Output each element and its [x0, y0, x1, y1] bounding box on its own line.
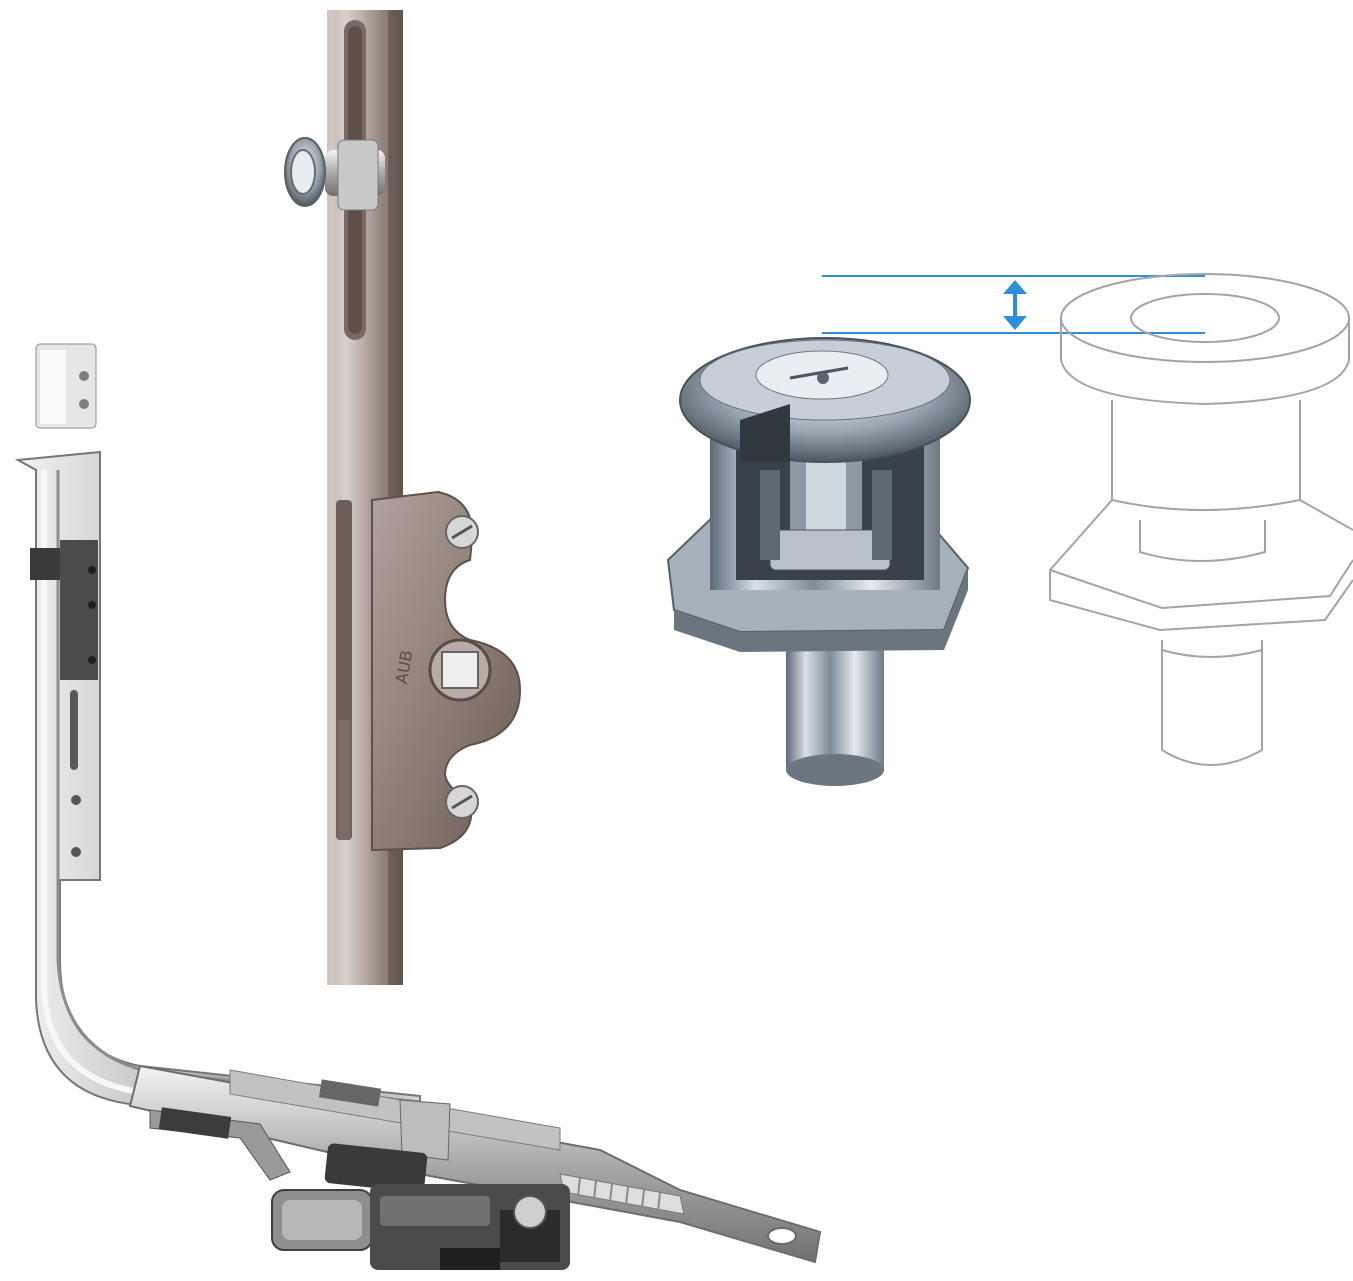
- vertical-double-arrow-icon: [1003, 280, 1027, 330]
- height-adjustment-annotation: [822, 275, 1205, 334]
- cutaway-mushroom-cam: [666, 337, 971, 786]
- mushroom-cam-pin: [284, 137, 385, 211]
- cam-outline-drawing: [1049, 273, 1353, 766]
- corner-drive-assembly: [14, 343, 822, 1270]
- keeper-plate: AUB: [371, 490, 522, 852]
